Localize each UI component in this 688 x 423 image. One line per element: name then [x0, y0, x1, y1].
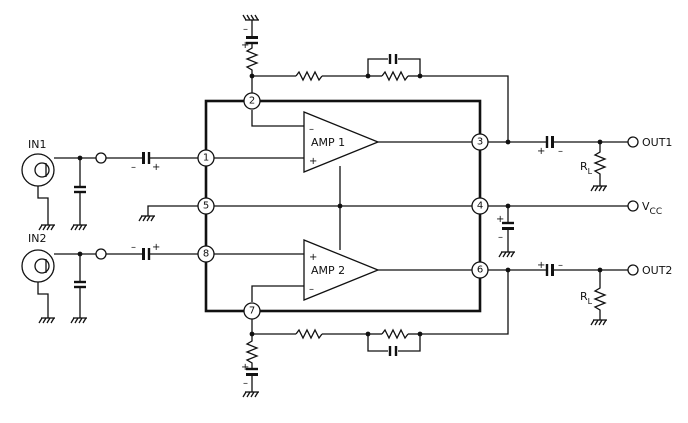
out2-ground-icon	[590, 319, 607, 326]
svg-text:2: 2	[249, 96, 255, 107]
in2-coupling-cap-minus	[142, 248, 145, 260]
in2-cap-minus: –	[131, 242, 136, 253]
out2-load-resistor	[593, 270, 607, 320]
in1-cap-minus: –	[131, 162, 136, 173]
amp1-minus-sign: –	[309, 124, 314, 135]
pin-1: 1	[197, 149, 215, 167]
pin-6: 6	[471, 261, 489, 279]
svg-text:1: 1	[203, 153, 209, 164]
pin7-ground-icon	[242, 391, 259, 398]
amp1-triangle	[303, 111, 380, 173]
svg-text:8: 8	[203, 249, 209, 260]
fb2-parallel-resistor	[381, 328, 409, 340]
in2-shield-wire	[37, 282, 49, 318]
in1-coupling-cap-minus	[142, 152, 145, 164]
in1-ground-icon	[38, 224, 55, 231]
wire-pin7-amp2	[251, 285, 304, 302]
in2-terminal	[95, 248, 107, 260]
out1-fb-junction	[505, 139, 511, 145]
fb1-parallel-resistor	[381, 70, 409, 82]
pin-5: 5	[197, 197, 215, 215]
vcc-ground-icon	[498, 251, 515, 258]
in1-jack-icon	[21, 153, 55, 187]
pin2-cap-plate-minus	[246, 36, 258, 39]
pin7-ground-resistor	[245, 334, 259, 368]
svg-text:7: 7	[249, 306, 255, 317]
pin2-cap-minus: –	[243, 24, 248, 35]
amp2-label: AMP 2	[311, 264, 345, 277]
fb2-cap-branch-right	[398, 334, 421, 352]
fb2-cap-branch-left	[367, 334, 388, 352]
wire-pin2-amp1	[251, 110, 304, 127]
out2-cap-plate-minus	[551, 264, 554, 276]
in1-shunt-ground-icon	[70, 224, 87, 231]
pin2-ground-resistor	[245, 43, 259, 76]
pin-7: 7	[243, 302, 261, 320]
out1-terminal	[627, 136, 639, 148]
pin-3: 3	[471, 133, 489, 151]
out2-rl-label: RL	[580, 290, 593, 306]
out1-load-resistor	[593, 142, 607, 186]
out1-cap-plus: +	[537, 146, 545, 157]
fb2-wire-to-out	[420, 270, 509, 335]
fb1-cap-branch-right	[398, 58, 421, 76]
out1-cap-minus: –	[558, 146, 563, 157]
in1-label: IN1	[28, 138, 46, 151]
svg-text:5: 5	[203, 201, 209, 212]
pin2-ground-icon	[242, 14, 259, 21]
pin7-cap-plus: +	[241, 362, 249, 373]
vcc-cap-minus: –	[498, 232, 503, 243]
in1-terminal	[95, 152, 107, 164]
amp1-label: AMP 1	[311, 136, 345, 149]
amp2-triangle	[303, 239, 380, 301]
wire-pin5-ground	[147, 205, 198, 216]
out2-terminal	[627, 264, 639, 276]
svg-text:6: 6	[477, 265, 483, 276]
in2-shunt-ground-icon	[70, 317, 87, 324]
amp2-plus-sign: +	[309, 252, 317, 263]
fb1-wire-to-out	[420, 75, 509, 142]
fb2-resistor	[295, 328, 323, 340]
in2-ground-icon	[38, 317, 55, 324]
in2-label: IN2	[28, 232, 46, 245]
in1-shield-wire	[37, 186, 49, 225]
fb1-resistor	[295, 70, 323, 82]
pin7-cap-minus: –	[243, 378, 248, 389]
svg-text:4: 4	[477, 201, 483, 212]
amp2-minus-sign: –	[309, 284, 314, 295]
amp1-plus-sign: +	[309, 156, 317, 167]
junction-bias	[337, 203, 343, 209]
out1-label: OUT1	[642, 136, 672, 149]
in1-cap-plus: +	[152, 162, 160, 173]
vcc-cap-plus: +	[496, 214, 504, 225]
out2-fb-junction	[505, 267, 511, 273]
pin-4: 4	[471, 197, 489, 215]
out2-cap-minus: –	[558, 260, 563, 271]
vcc-terminal	[627, 200, 639, 212]
svg-text:3: 3	[477, 137, 483, 148]
pin-2: 2	[243, 92, 261, 110]
pin7-cap-plate-minus	[246, 373, 258, 376]
out1-ground-icon	[590, 185, 607, 192]
fb1-cap-branch-left	[367, 58, 388, 76]
out1-cap-plate-minus	[551, 136, 554, 148]
pin2-cap-plus: +	[241, 40, 249, 51]
in2-cap-plus: +	[152, 242, 160, 253]
pin5-ground-icon	[138, 215, 155, 222]
in2-jack-icon	[21, 249, 55, 283]
pin-8: 8	[197, 245, 215, 263]
vcc-cap-plate-minus	[502, 227, 514, 230]
out1-rl-label: RL	[580, 160, 593, 176]
out2-label: OUT2	[642, 264, 672, 277]
out2-cap-plus: +	[537, 260, 545, 271]
vcc-label: VCC	[642, 200, 662, 217]
